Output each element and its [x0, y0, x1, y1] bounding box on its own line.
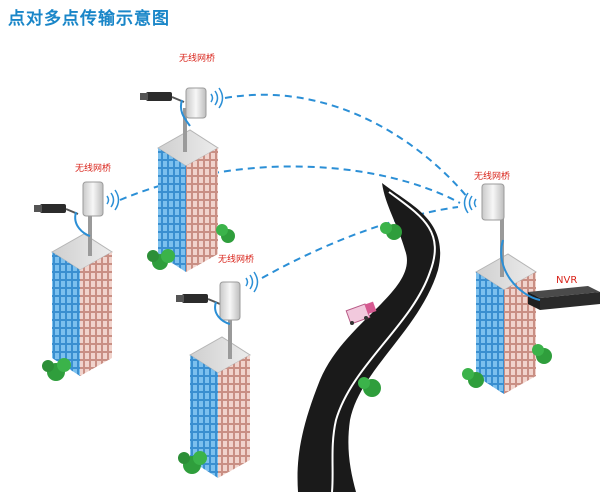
label-bridge-top: 无线网桥: [179, 52, 215, 64]
signal-icon: [463, 192, 477, 214]
building-left: [51, 212, 113, 376]
signal-icon: [245, 271, 259, 293]
antenna-icon: [481, 183, 505, 221]
label-bridge-left: 无线网桥: [75, 162, 111, 174]
tree-icon: [532, 344, 552, 364]
tree-icon: [462, 368, 484, 388]
tree-icon: [358, 377, 381, 397]
signal-icon: [106, 189, 120, 211]
truck-icon: [345, 301, 377, 325]
tree-icon: [42, 358, 71, 381]
building-mid: [189, 315, 251, 478]
tree-icon: [380, 222, 402, 240]
label-bridge-right: 无线网桥: [474, 170, 510, 182]
signal-icon: [210, 87, 224, 109]
antenna-icon: [185, 87, 207, 119]
camera-icon: [176, 294, 221, 305]
road: [297, 183, 441, 493]
diagram-title: 点对多点传输示意图: [8, 9, 170, 29]
label-nvr: NVR: [556, 275, 577, 286]
label-bridge-mid: 无线网桥: [218, 253, 254, 265]
tree-icon: [147, 249, 175, 270]
tree-icon: [178, 451, 207, 474]
building-top: [157, 108, 219, 272]
tree-icon: [216, 224, 235, 243]
antenna-icon: [219, 281, 241, 321]
cable-to-nvr: [500, 239, 541, 301]
antenna-icon: [82, 181, 104, 217]
link-mid-to-receiver: [261, 206, 459, 279]
building-right: [475, 215, 537, 394]
camera-icon: [34, 204, 79, 215]
link-top-to-receiver: [224, 93, 469, 199]
camera-icon: [140, 92, 185, 103]
nvr-device-icon: [528, 286, 600, 310]
